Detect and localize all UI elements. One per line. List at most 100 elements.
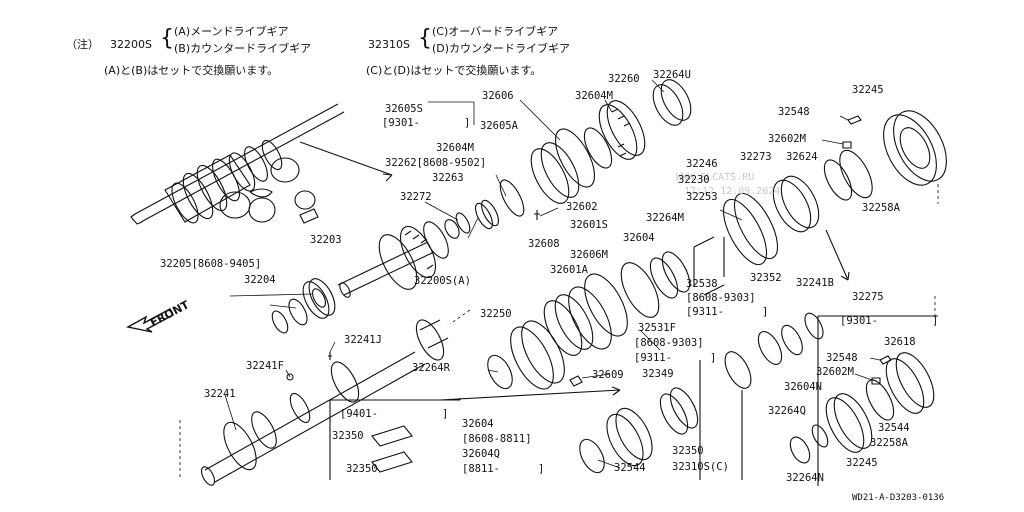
label-32250: 32250 xyxy=(480,308,512,320)
label-32538: 32538 xyxy=(686,278,718,290)
label-8608-9303-a: [8608-9303] xyxy=(686,292,756,304)
label-32609: 32609 xyxy=(592,369,624,381)
label-9311-a-end: ] xyxy=(762,306,769,318)
label-32245-top: 32245 xyxy=(852,84,884,96)
label-9401-end: ] xyxy=(442,408,449,420)
note-c-line1: (C)オーバードライブギア xyxy=(432,25,559,38)
label-9301-a: [9301- xyxy=(382,117,420,129)
label-8608-8811: [8608-8811] xyxy=(462,433,532,445)
label-32606: 32606 xyxy=(482,90,514,102)
label-32601a: 32601A xyxy=(550,264,588,276)
label-32273: 32273 xyxy=(740,151,772,163)
label-32246: 32246 xyxy=(686,158,718,170)
gear-32245-top xyxy=(883,110,947,186)
label-32601s: 32601S xyxy=(570,219,608,231)
label-8811: [8811- xyxy=(462,463,500,475)
gear-32310s-c xyxy=(579,387,699,474)
watermark-line2: 17:12 12.09.2024 xyxy=(684,186,781,197)
label-32352: 32352 xyxy=(750,272,782,284)
label-32258a-b: 32258A xyxy=(870,437,908,449)
note-ab-set: (A)と(B)はセットで交換願います。 xyxy=(104,64,279,77)
label-32350-c: 32350 xyxy=(672,445,704,457)
label-32241: 32241 xyxy=(204,388,236,400)
label-32605s: 32605S xyxy=(385,103,423,115)
note-c-bracket: { xyxy=(418,26,432,51)
label-9401: [9401- xyxy=(340,408,378,420)
label-32264q: 32264Q xyxy=(768,405,806,417)
label-32310s-c: 32310S(C) xyxy=(672,461,729,473)
label-32264r: 32264R xyxy=(412,362,450,374)
label-9301-a-end: ] xyxy=(464,117,471,129)
label-32548-b: 32548 xyxy=(826,352,858,364)
label-9311-a: [9311- xyxy=(686,306,724,318)
label-32350-a: 32350 xyxy=(332,430,364,442)
label-32350-b: 32350 xyxy=(346,463,378,475)
note-cd-set: (C)と(D)はセットで交換願います。 xyxy=(366,64,542,77)
label-8811-end: ] xyxy=(538,463,545,475)
label-32531f: 32531F xyxy=(638,322,676,334)
label-32263: 32263 xyxy=(432,172,464,184)
label-32604m-b: 32604M xyxy=(436,142,474,154)
label-8608-9303-b: [8608-9303] xyxy=(634,337,704,349)
label-32604m-a: 32604M xyxy=(575,90,613,102)
label-32275: 32275 xyxy=(852,291,884,303)
label-32230: 32230 xyxy=(678,174,710,186)
mainshaft-32241 xyxy=(201,319,449,486)
label-32203: 32203 xyxy=(310,234,342,246)
label-32260: 32260 xyxy=(608,73,640,85)
figure-code: WD21-A-D3203-0136 xyxy=(852,493,945,503)
label-32606m: 32606M xyxy=(570,249,608,261)
label-32544-b: 32544 xyxy=(614,462,646,474)
note-prefix: （注） xyxy=(66,38,99,51)
lower-right-gears xyxy=(789,352,935,464)
note-a-bracket: { xyxy=(160,26,174,51)
upper-gear-row xyxy=(455,79,692,234)
assembled-mainshaft xyxy=(130,103,345,225)
label-32618: 32618 xyxy=(884,336,916,348)
label-32604n: 32604N xyxy=(784,381,822,393)
label-32200s-a: 32200S(A) xyxy=(414,275,471,287)
label-32258a: 32258A xyxy=(862,202,900,214)
label-32262: 32262[8608-9502] xyxy=(385,157,487,169)
label-32205: 32205[8608-9405] xyxy=(160,258,262,270)
label-32264m: 32264M xyxy=(646,212,684,224)
label-32548-top: 32548 xyxy=(778,106,810,118)
front-arrow-icon xyxy=(126,308,174,333)
label-32604: 32604 xyxy=(623,232,655,244)
watermark-line1: WWW.ELCATS.RU xyxy=(676,172,755,183)
input-shaft xyxy=(337,219,460,298)
label-9311-b-end: ] xyxy=(710,352,717,364)
label-32264n: 32264N xyxy=(786,472,824,484)
note-a-line1: (A)メーンドライブギア xyxy=(174,25,289,38)
label-32241f: 32241F xyxy=(246,360,284,372)
label-32604-b: 32604 xyxy=(462,418,494,430)
bearing-32203 xyxy=(302,278,336,319)
label-32349: 32349 xyxy=(642,368,674,380)
label-9311-b: [9311- xyxy=(634,352,672,364)
small-components xyxy=(219,157,319,224)
label-32602: 32602 xyxy=(566,201,598,213)
gear-32250 xyxy=(487,320,565,390)
note-a-line2: (B)カウンタードライブギア xyxy=(174,42,312,55)
label-32245-b: 32245 xyxy=(846,457,878,469)
note-a-part: 32200S xyxy=(110,38,152,51)
label-32608: 32608 xyxy=(528,238,560,250)
label-32264u: 32264U xyxy=(653,69,691,81)
label-9301-b: [9301- xyxy=(840,315,878,327)
label-32624: 32624 xyxy=(786,151,818,163)
label-32605a: 32605A xyxy=(480,120,518,132)
label-32602m-b: 32602M xyxy=(816,366,854,378)
label-32241j: 32241J xyxy=(344,334,382,346)
label-32604q: 32604Q xyxy=(462,448,500,460)
label-32272: 32272 xyxy=(400,191,432,203)
label-32544-c: 32544 xyxy=(878,422,910,434)
note-c-part: 32310S xyxy=(368,38,410,51)
label-32241b: 32241B xyxy=(796,277,834,289)
label-9301-b-end: ] xyxy=(932,315,939,327)
label-32602m-top: 32602M xyxy=(768,133,806,145)
label-32204: 32204 xyxy=(244,274,276,286)
note-c-line2: (D)カウンタードライブギア xyxy=(432,42,571,55)
label-32253: 32253 xyxy=(686,191,718,203)
